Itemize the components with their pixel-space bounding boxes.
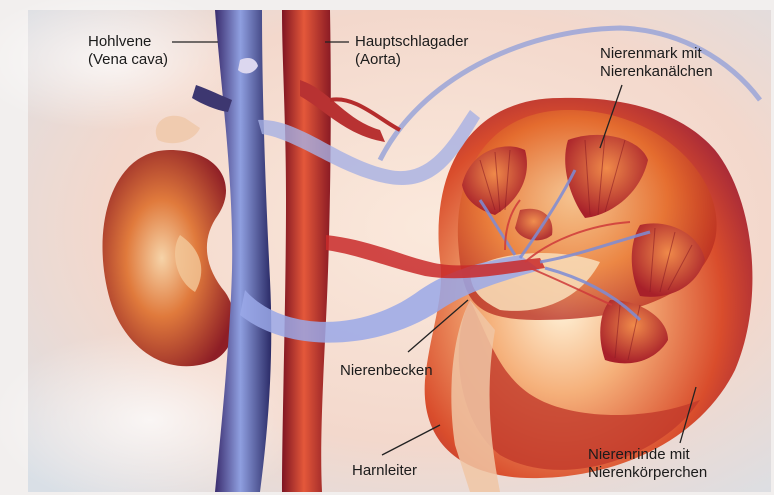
label-nierenrinde-line2: Nierenkörperchen bbox=[588, 464, 707, 482]
label-hohlvene: Hohlvene (Vena cava) bbox=[88, 33, 168, 69]
label-nierenrinde: Nierenrinde mit Nierenkörperchen bbox=[588, 446, 707, 482]
label-nierenmark-line1: Nierenmark mit bbox=[600, 45, 713, 63]
label-hohlvene-line1: Hohlvene bbox=[88, 33, 168, 51]
label-harnleiter: Harnleiter bbox=[352, 462, 417, 480]
label-nierenrinde-line1: Nierenrinde mit bbox=[588, 446, 707, 464]
label-nierenbecken: Nierenbecken bbox=[340, 362, 433, 380]
label-aorta: Hauptschlagader (Aorta) bbox=[355, 33, 468, 69]
label-nierenbecken-line1: Nierenbecken bbox=[340, 362, 433, 380]
label-hohlvene-line2: (Vena cava) bbox=[88, 51, 168, 69]
label-nierenmark-line2: Nierenkanälchen bbox=[600, 63, 713, 81]
label-aorta-line1: Hauptschlagader bbox=[355, 33, 468, 51]
label-nierenmark: Nierenmark mit Nierenkanälchen bbox=[600, 45, 713, 81]
label-aorta-line2: (Aorta) bbox=[355, 51, 468, 69]
label-harnleiter-line1: Harnleiter bbox=[352, 462, 417, 480]
